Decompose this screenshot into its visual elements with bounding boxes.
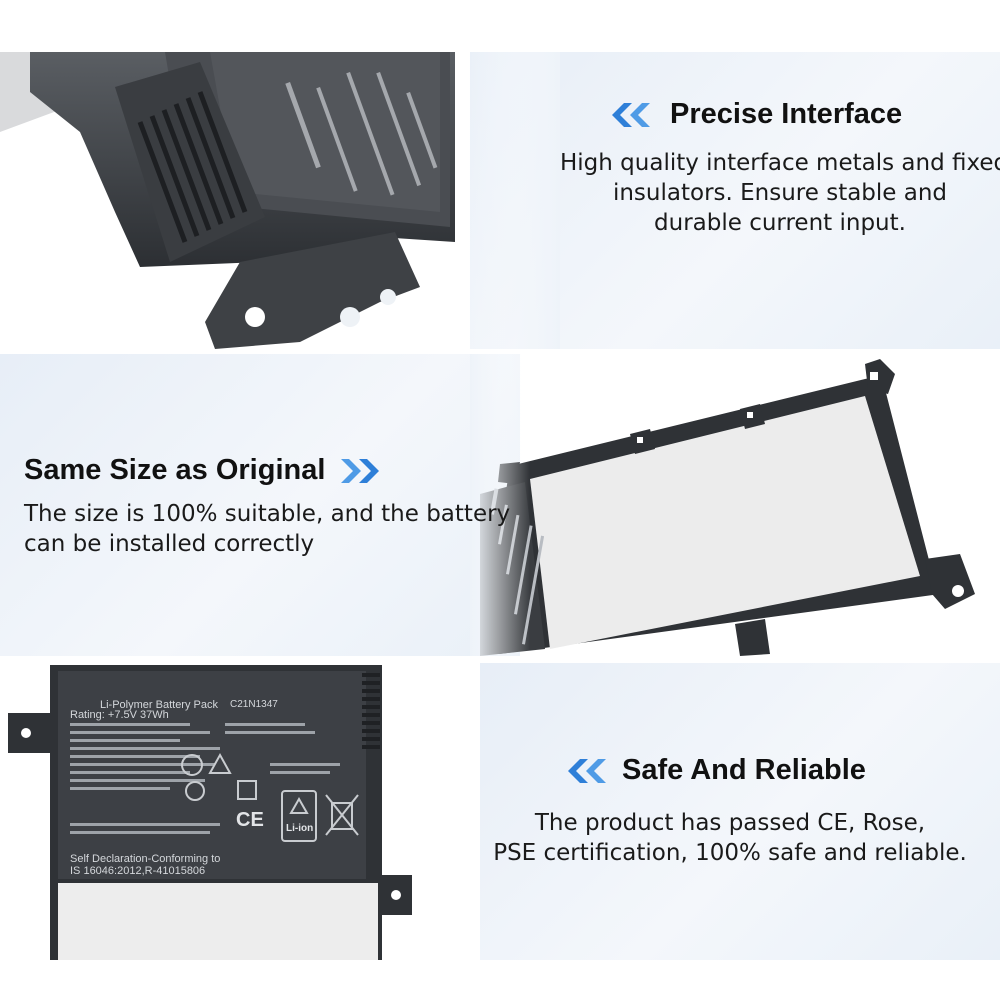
battery-outline-photo xyxy=(470,354,975,656)
description-line: insulators. Ensure stable and xyxy=(612,180,948,206)
section-title: Precise Interface xyxy=(670,98,903,130)
safe-reliable-description: The product has passed CE, Rose, PSE cer… xyxy=(480,808,980,868)
section-precise-interface: Precise Interface High quality interface… xyxy=(0,52,1000,349)
section-safe-reliable: Li-Polymer Battery Pack C21N1347 Rating:… xyxy=(0,663,1000,960)
section-title: Safe And Reliable xyxy=(622,754,866,786)
description-line: PSE certification, 100% safe and reliabl… xyxy=(493,840,967,866)
description-line: High quality interface metals and fixed xyxy=(560,150,1000,176)
description-line: The product has passed CE, Rose, xyxy=(534,810,926,836)
same-size-heading: Same Size as Original xyxy=(24,454,385,487)
precise-interface-heading: Precise Interface xyxy=(606,98,902,131)
ce-mark: CE xyxy=(236,809,264,831)
section-title: Same Size as Original xyxy=(24,454,326,486)
label-model: C21N1347 xyxy=(230,699,278,710)
section-same-size: Same Size as Original The size is 100% s… xyxy=(0,354,1000,656)
double-chevron-left-icon xyxy=(606,101,654,129)
description-line: The size is 100% suitable, and the batte… xyxy=(24,501,511,527)
same-size-description: The size is 100% suitable, and the batte… xyxy=(24,499,511,559)
safe-reliable-heading: Safe And Reliable xyxy=(562,754,866,787)
text-backdrop xyxy=(480,663,1000,960)
text-backdrop xyxy=(0,354,520,656)
label-pack-name: Li-Polymer Battery Pack xyxy=(100,699,218,711)
description-line: durable current input. xyxy=(654,210,906,236)
label-rating: Rating: +7.5V 37Wh xyxy=(70,709,169,721)
double-chevron-right-icon xyxy=(337,457,385,485)
battery-label-photo: Li-Polymer Battery Pack C21N1347 Rating:… xyxy=(0,663,420,960)
li-ion-mark: Li-ion xyxy=(286,823,314,834)
double-chevron-left-icon xyxy=(562,757,610,785)
label-standard: IS 16046:2012,R-41015806 xyxy=(70,865,206,877)
precise-interface-description: High quality interface metals and fixed … xyxy=(560,148,1000,238)
description-line: can be installed correctly xyxy=(24,531,315,557)
connector-closeup-photo xyxy=(0,52,560,349)
label-declaration: Self Declaration-Conforming to xyxy=(70,853,221,865)
